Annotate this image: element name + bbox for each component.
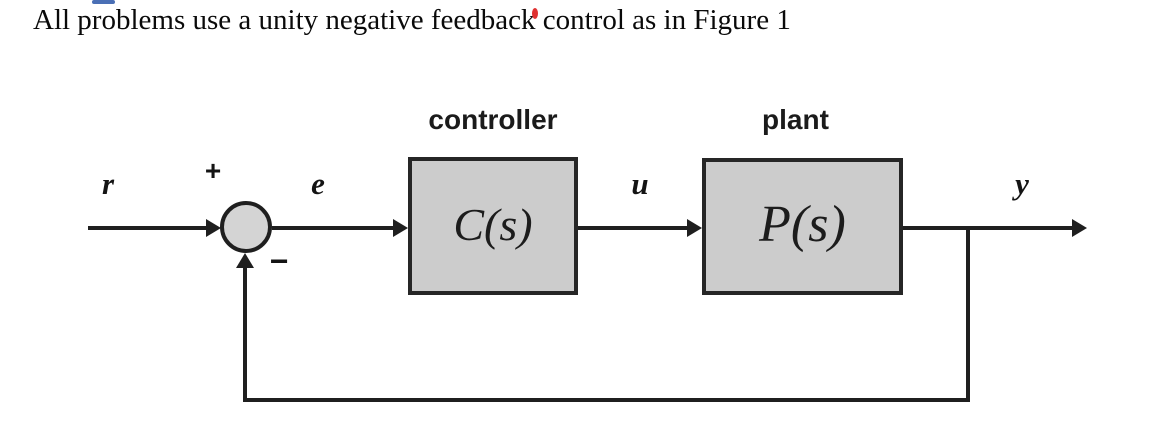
input-line bbox=[88, 226, 207, 230]
summing-junction bbox=[220, 201, 272, 253]
controller-block: C(s) bbox=[408, 157, 578, 295]
control-line bbox=[578, 226, 688, 230]
signal-label-u: u bbox=[631, 166, 649, 201]
plant-formula: P(s) bbox=[759, 196, 846, 253]
output-line bbox=[903, 226, 1073, 230]
error-arrowhead-icon bbox=[393, 219, 408, 237]
signal-label-y: y bbox=[1015, 166, 1029, 201]
signal-label-r: r bbox=[101, 166, 115, 201]
control-arrowhead-icon bbox=[687, 219, 702, 237]
output-arrowhead-icon bbox=[1072, 219, 1087, 237]
stray-red-mark bbox=[532, 8, 538, 19]
controller-formula: C(s) bbox=[453, 198, 533, 250]
clipped-text-artifact bbox=[92, 0, 115, 4]
plant-block: P(s) bbox=[702, 158, 903, 295]
signal-label-e: e bbox=[311, 166, 325, 201]
minus-sign: − bbox=[269, 243, 289, 279]
error-line bbox=[272, 226, 394, 230]
instruction-text: All problems use a unity negative feedba… bbox=[33, 4, 791, 36]
plus-sign: + bbox=[204, 155, 222, 186]
input-arrowhead-icon bbox=[206, 219, 221, 237]
controller-title: controller bbox=[428, 104, 558, 135]
feedback-arrowhead-icon bbox=[236, 253, 254, 268]
feedback-left-line bbox=[243, 264, 247, 402]
feedback-bottom-line bbox=[243, 398, 970, 402]
feedback-tap-line bbox=[966, 228, 970, 402]
plant-title: plant bbox=[762, 104, 829, 135]
